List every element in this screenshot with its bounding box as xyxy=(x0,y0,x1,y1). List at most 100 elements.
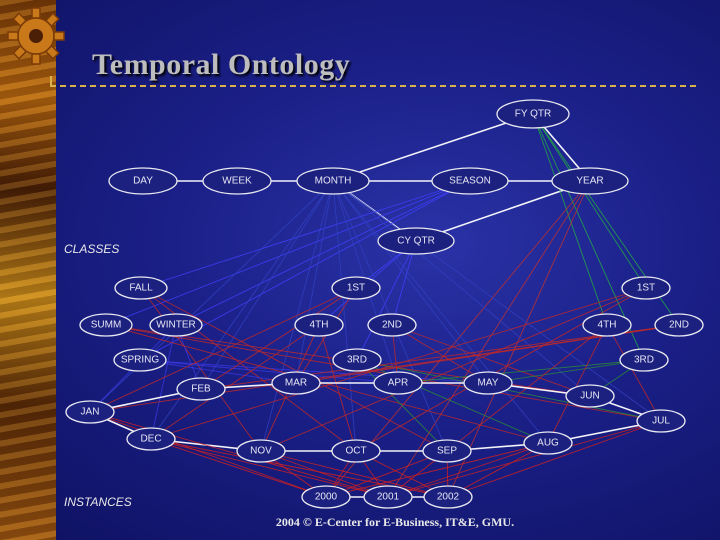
edge-summ-aug xyxy=(105,324,549,444)
node-year: YEAR xyxy=(551,167,629,195)
node-ellipse xyxy=(496,99,570,129)
edge-spring-apr xyxy=(139,359,399,384)
node-jan: JAN xyxy=(65,400,115,424)
node-ellipse xyxy=(367,313,417,337)
node-fyqtr: FY QTR xyxy=(496,99,570,129)
node-label: MAR xyxy=(285,378,307,389)
node-ellipse xyxy=(331,439,381,463)
edge-y2001-aug xyxy=(387,442,549,498)
node-label: 3RD xyxy=(634,355,654,366)
node-ellipse xyxy=(377,227,455,255)
edge-s3rd-aug xyxy=(356,359,549,444)
node-label: SPRING xyxy=(121,355,160,366)
edge-winter-dec xyxy=(150,324,177,440)
node-y2000: 2000 xyxy=(301,485,351,509)
edge-cyqtr-year xyxy=(415,180,591,242)
node-feb: FEB xyxy=(176,377,226,401)
title-rule xyxy=(50,85,696,87)
edge-month-dec xyxy=(150,180,334,440)
node-mar: MAR xyxy=(271,371,321,395)
edge-y2000-sep xyxy=(325,450,448,498)
node-ellipse xyxy=(431,167,509,195)
edge-f4th-aug xyxy=(547,324,608,444)
edge-cyqtr-s3rd xyxy=(356,240,417,361)
node-oct: OCT xyxy=(331,439,381,463)
edge-season-summ xyxy=(105,180,471,326)
node-day: DAY xyxy=(108,167,178,195)
node-fall: FALL xyxy=(114,276,168,300)
node-label: JUN xyxy=(580,391,599,402)
section-label-classes: CLASSES xyxy=(64,242,120,256)
node-may: MAY xyxy=(463,371,513,395)
edge-month-jul xyxy=(332,180,662,422)
node-label: 2000 xyxy=(315,492,338,503)
node-label: JAN xyxy=(81,407,100,418)
gear-icon xyxy=(7,7,65,65)
edge-y2000-jan xyxy=(89,411,327,498)
node-label: DAY xyxy=(133,176,153,187)
node-label: 4TH xyxy=(310,320,329,331)
node-month: MONTH xyxy=(296,167,370,195)
node-spring: SPRING xyxy=(113,348,167,372)
node-label: SUMM xyxy=(91,320,122,331)
node-label: AUG xyxy=(537,438,559,449)
section-label-instances: INSTANCES xyxy=(64,495,132,509)
node-ellipse xyxy=(202,167,272,195)
node-nov: NOV xyxy=(236,439,286,463)
edge-s3rd-sep xyxy=(356,359,448,452)
node-label: DEC xyxy=(140,434,161,445)
edge-s3rd-jul xyxy=(356,359,662,422)
page-title: Temporal Ontology xyxy=(92,48,351,81)
node-ellipse xyxy=(294,313,344,337)
node-ellipse xyxy=(301,485,351,509)
node-ellipse xyxy=(236,439,286,463)
node-season: SEASON xyxy=(431,167,509,195)
node-f4th: 4TH xyxy=(582,313,632,337)
node-jun: JUN xyxy=(565,384,615,408)
node-cyqtr: CY QTR xyxy=(377,227,455,255)
edge-year-y2001 xyxy=(387,180,591,498)
node-ellipse xyxy=(149,313,203,337)
node-ellipse xyxy=(363,485,413,509)
node-label: CY QTR xyxy=(397,236,435,247)
edge-y2001-nov xyxy=(260,450,389,498)
node-ellipse xyxy=(636,409,686,433)
edge-season-fall xyxy=(140,180,471,289)
node-ellipse xyxy=(176,377,226,401)
node-ellipse xyxy=(271,371,321,395)
node-label: 2001 xyxy=(377,492,400,503)
node-dec: DEC xyxy=(126,427,176,451)
edge-f3rd-may xyxy=(487,359,645,384)
footer: 2004 © E-Center for E-Business, IT&E, GM… xyxy=(275,515,515,529)
node-label: MAY xyxy=(478,378,499,389)
node-label: 2002 xyxy=(437,492,460,503)
node-apr: APR xyxy=(373,371,423,395)
node-label: YEAR xyxy=(576,176,603,187)
edge-f3rd-apr xyxy=(397,359,645,384)
node-ellipse xyxy=(113,348,167,372)
node-jul: JUL xyxy=(636,409,686,433)
edge-month-may xyxy=(332,180,489,384)
edge-month-mar xyxy=(295,180,334,384)
node-ellipse xyxy=(582,313,632,337)
edge-month-jun xyxy=(332,180,591,397)
node-y2002: 2002 xyxy=(423,485,473,509)
node-label: FY QTR xyxy=(515,109,551,120)
node-ellipse xyxy=(621,276,671,300)
node-ellipse xyxy=(65,400,115,424)
node-ellipse xyxy=(619,348,669,372)
node-ellipse xyxy=(654,313,704,337)
decorative-strip xyxy=(0,0,56,540)
node-label: 2ND xyxy=(669,320,689,331)
edge-y2002-nov xyxy=(260,450,449,498)
node-ellipse xyxy=(296,167,370,195)
edge-cyqtr-s2nd xyxy=(391,240,417,326)
edge-spring-mar xyxy=(139,359,297,384)
edge-s1st-feb xyxy=(200,287,357,390)
node-label: SEASON xyxy=(449,176,491,187)
edge-f1st-nov xyxy=(260,287,647,452)
node-ellipse xyxy=(373,371,423,395)
edge-f1st-dec xyxy=(150,287,647,440)
